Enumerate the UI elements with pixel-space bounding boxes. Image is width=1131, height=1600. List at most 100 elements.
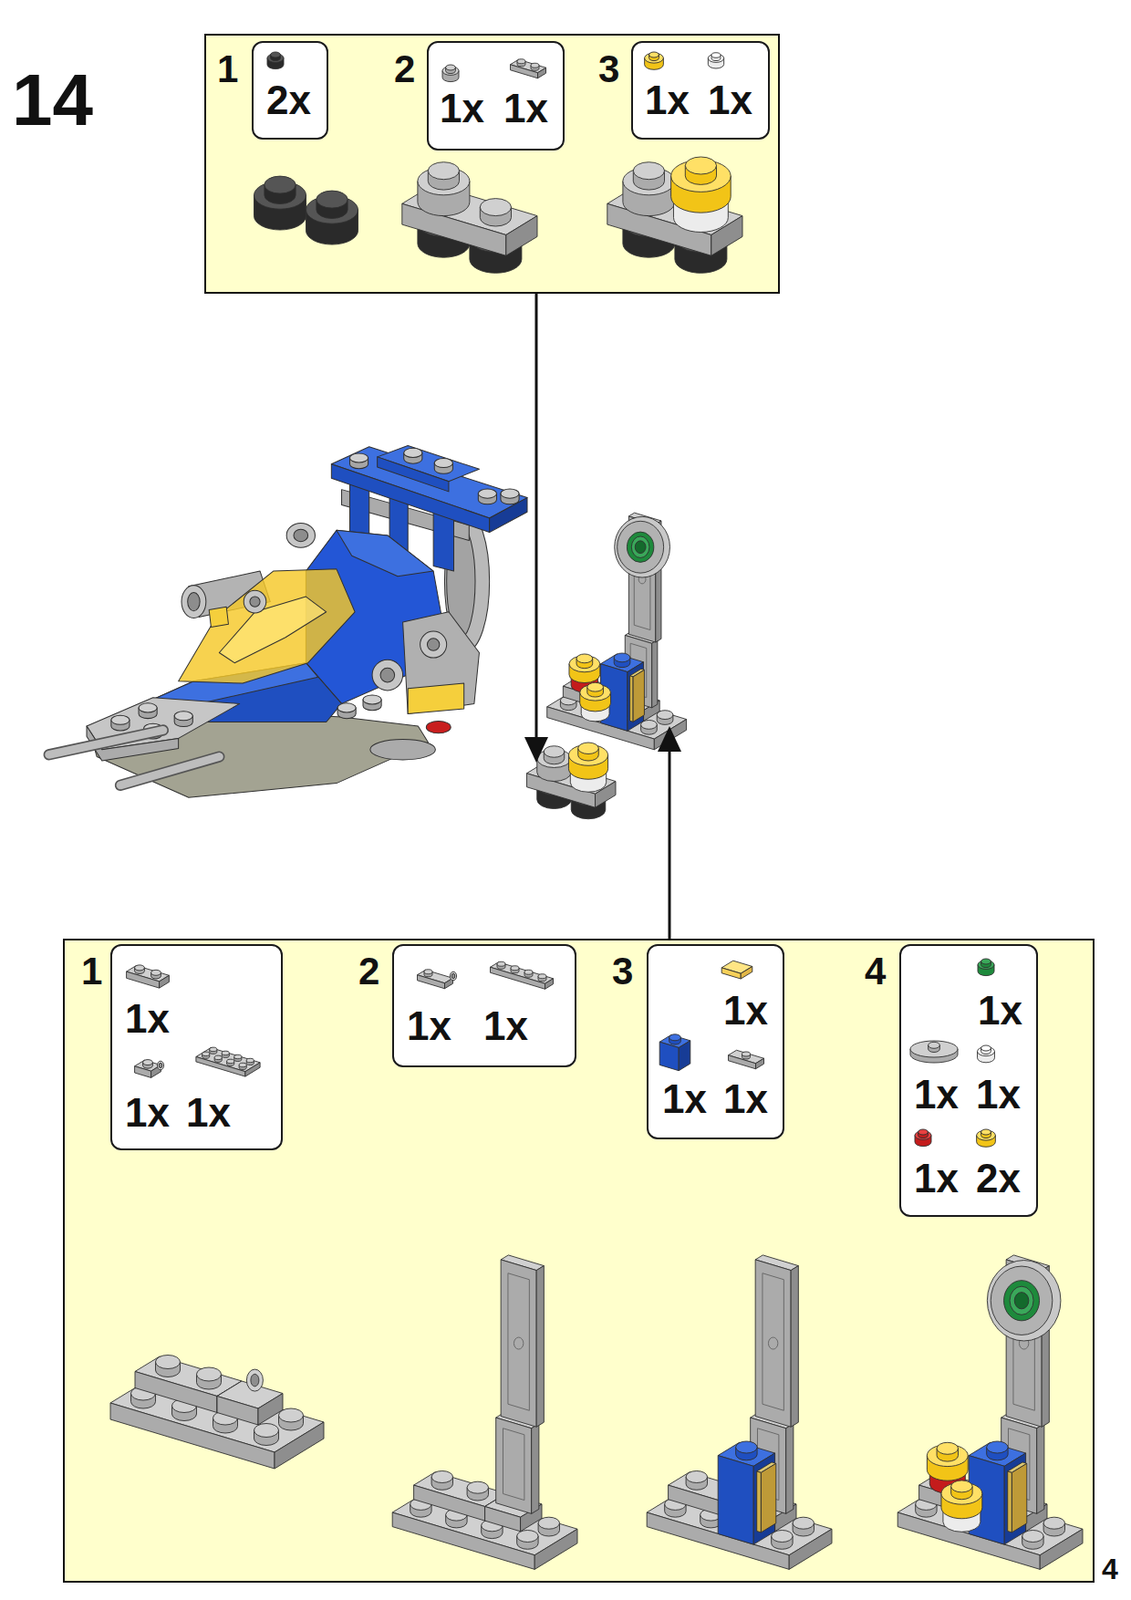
substep-number: 2 [358, 952, 380, 991]
lego-stud [918, 1129, 929, 1135]
panel-ground [62, 938, 1095, 1583]
substep-number: 4 [864, 952, 886, 991]
radar-dish [614, 516, 671, 578]
lego-stud [363, 695, 382, 705]
ship-part [218, 596, 326, 664]
lego-stud [632, 162, 665, 180]
radar-dish [617, 520, 665, 573]
lego-stud [174, 711, 193, 721]
antenna [120, 757, 219, 786]
clip [246, 1369, 263, 1391]
lego-stud [477, 488, 497, 499]
brick-side [756, 1058, 765, 1069]
step-panel: 12341x1x1x1x1x1x1x1x1x1x1x1x2x [62, 938, 1095, 1583]
ship-part [286, 523, 315, 549]
lego-stud [270, 51, 281, 58]
antenna [49, 729, 164, 755]
lego-stud [111, 715, 130, 725]
callout-ground [392, 944, 577, 1068]
lego-stud [928, 1041, 941, 1048]
brick-front [717, 1455, 754, 1546]
step-number: 14 [11, 63, 94, 137]
brick-front [490, 966, 546, 989]
lego-stud [264, 176, 296, 194]
ship-part [403, 612, 480, 715]
part-count: 1x [439, 88, 485, 129]
brick-front [721, 967, 741, 979]
ship-part [208, 606, 229, 627]
ship-part [407, 683, 464, 715]
assembly-model [547, 512, 687, 750]
assembly-arrow [668, 747, 672, 939]
arrow-head [657, 726, 682, 752]
brick-side [627, 662, 644, 731]
brick-front [417, 975, 446, 989]
lego-stud [446, 64, 457, 71]
part-count: 1x [975, 1074, 1021, 1115]
parts-callout: 1x1x [631, 41, 770, 140]
parts-callout: 1x1x1x [646, 944, 785, 1140]
substep-number: 3 [612, 952, 633, 991]
plate-hole [767, 1337, 778, 1349]
lego-stud [669, 1034, 682, 1041]
lego-stud [497, 961, 506, 966]
lego-stud [543, 746, 565, 758]
lego-stud [134, 964, 146, 971]
lego-stud [214, 1055, 222, 1060]
brick-side [506, 216, 538, 257]
part-count: 1x [913, 1158, 959, 1199]
ship-part [187, 592, 200, 612]
step-panel: 1232x1x1x1x1x [204, 33, 780, 294]
brick-side [1037, 1423, 1045, 1515]
lego-stud [524, 969, 533, 975]
brick-front [485, 1506, 521, 1532]
antenna [49, 729, 164, 755]
lego-stud [530, 62, 540, 68]
substep-number: 2 [394, 50, 416, 89]
clip [250, 1373, 260, 1387]
lego-stud [138, 703, 157, 713]
lego-stud [936, 1442, 958, 1454]
lego-stud [981, 1129, 992, 1135]
callout-ground [899, 944, 1038, 1217]
clip [449, 971, 457, 981]
page-number: 4 [1101, 1554, 1119, 1584]
substep-model [402, 162, 538, 274]
lego-stud [234, 1054, 242, 1059]
lego-stud [227, 1058, 235, 1064]
part-count: 1x [662, 1079, 707, 1120]
parts-callout: 1x 1x [426, 41, 565, 151]
lego-stud [238, 1062, 247, 1068]
part-count: 1x [723, 1079, 768, 1120]
lego-stud [246, 1058, 254, 1063]
lego-stud [466, 1481, 488, 1494]
lego-stud [143, 1059, 154, 1066]
ship-part [181, 585, 207, 619]
lego-stud [1014, 1292, 1029, 1309]
parts-callout: 1x1x1x [110, 944, 283, 1151]
part-count: 1x [483, 1006, 529, 1047]
lego-stud [434, 458, 453, 468]
brick-side [531, 1423, 540, 1515]
brick-front [217, 1396, 259, 1426]
lego-stud [209, 1047, 218, 1052]
substep-model [897, 1255, 1083, 1570]
substep-model [110, 1355, 324, 1470]
brick-side [1011, 1463, 1027, 1533]
callout-ground [646, 944, 785, 1140]
lego-stud [500, 488, 519, 499]
round-plate [1004, 1280, 1040, 1321]
brick-front [630, 675, 634, 722]
lego-stud [634, 540, 646, 554]
brick-side [652, 639, 658, 707]
substep-model [646, 1255, 832, 1570]
lego-stud [337, 703, 356, 713]
part-count: 1x [503, 88, 549, 129]
part-count: 1x [644, 80, 690, 121]
brick-front [196, 1057, 246, 1078]
ship-part [178, 569, 355, 684]
lego-stud [254, 1423, 280, 1438]
lego-stud [742, 1051, 751, 1057]
part-count: 2x [975, 1158, 1021, 1199]
clip [451, 973, 456, 978]
